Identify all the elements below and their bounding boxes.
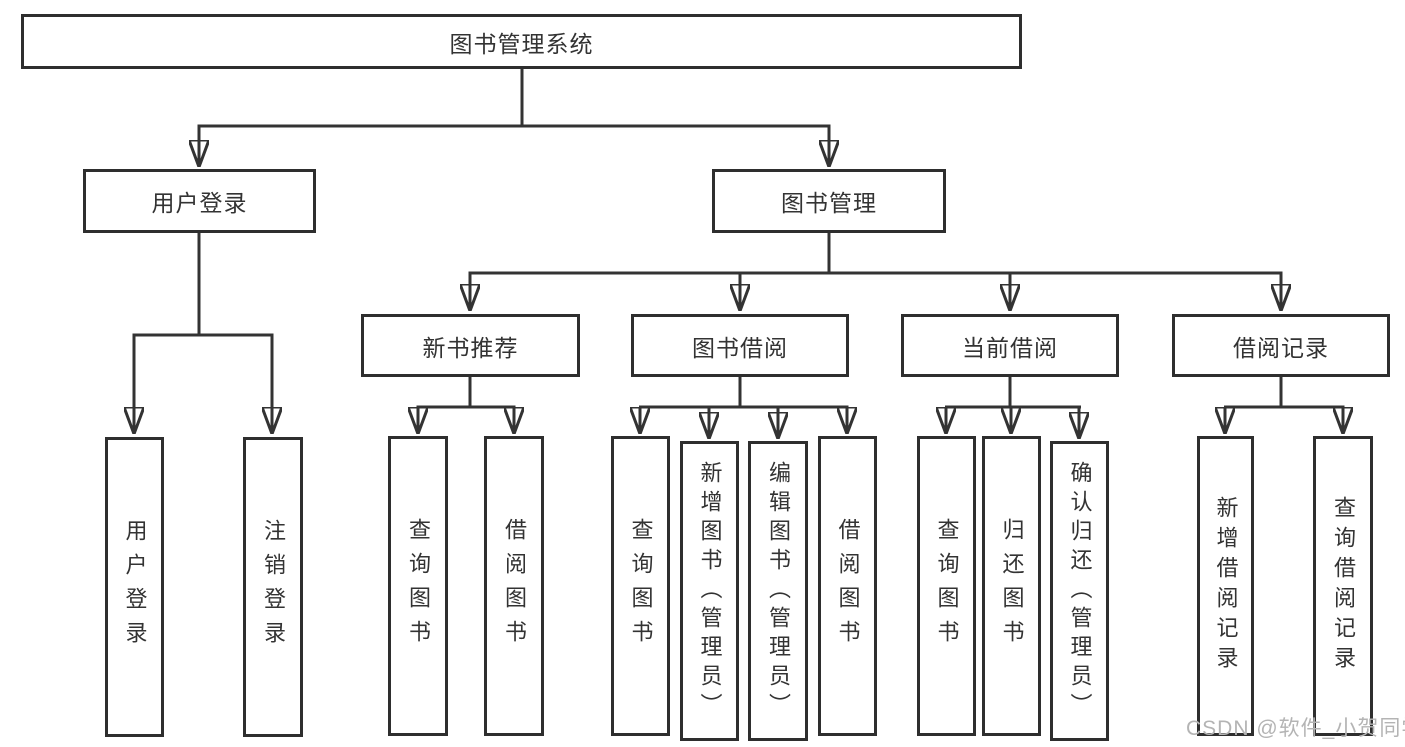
node-leaf-edit-book-admin: 编辑图书（管理员） [748, 441, 808, 741]
node-leaf-add-book-admin: 新增图书（管理员） [680, 441, 739, 741]
node-root: 图书管理系统 [21, 14, 1022, 69]
watermark: CSDN @软件_小贺同学 [1186, 717, 1405, 740]
node-leaf-user-login: 用户登录 [105, 437, 164, 737]
node-borrow-record: 借阅记录 [1172, 314, 1390, 377]
node-label: 查询借阅记录 [1331, 496, 1356, 676]
node-leaf-logout-login: 注销登录 [243, 437, 303, 737]
node-label: 查询图书 [406, 518, 431, 654]
node-label: 查询图书 [628, 518, 654, 654]
node-label: 借阅图书 [835, 518, 861, 654]
node-label: 查询图书 [934, 518, 960, 654]
node-label: 借阅图书 [502, 518, 527, 654]
node-label: 新增图书（管理员） [697, 460, 723, 722]
node-new-book-recommend: 新书推荐 [361, 314, 580, 377]
node-label: 注销登录 [261, 519, 286, 655]
node-leaf-query-borrow-record: 查询借阅记录 [1313, 436, 1373, 736]
node-leaf-query-book-borrow: 查询图书 [611, 436, 670, 736]
node-label: 编辑图书（管理员） [766, 460, 791, 722]
node-book-management: 图书管理 [712, 169, 946, 233]
node-leaf-confirm-return-admin: 确认归还（管理员） [1050, 441, 1109, 741]
node-leaf-borrow-book: 借阅图书 [818, 436, 877, 736]
node-label: 归还图书 [999, 518, 1025, 654]
node-label: 确认归还（管理员） [1067, 460, 1093, 722]
node-label: 用户登录 [122, 519, 148, 655]
node-label: 新增借阅记录 [1213, 496, 1239, 676]
node-leaf-return-book: 归还图书 [982, 436, 1041, 736]
node-user-login: 用户登录 [83, 169, 316, 233]
node-leaf-borrow-book-recommend: 借阅图书 [484, 436, 544, 736]
node-leaf-query-book-current: 查询图书 [917, 436, 976, 736]
node-current-borrow: 当前借阅 [901, 314, 1119, 377]
node-leaf-add-borrow-record: 新增借阅记录 [1197, 436, 1254, 736]
node-leaf-query-book-recommend: 查询图书 [388, 436, 448, 736]
node-book-borrow: 图书借阅 [631, 314, 849, 377]
